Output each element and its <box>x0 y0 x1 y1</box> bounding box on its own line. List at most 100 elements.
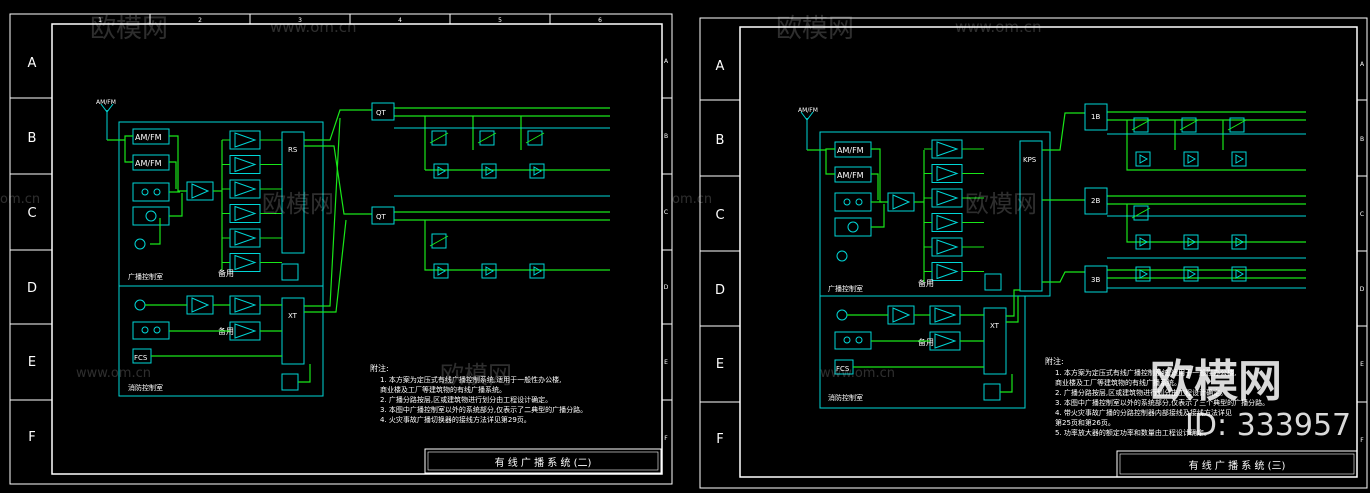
note-line: 3. 本图中广播控制室以外的系统部分,仅表示了二典型的广播分路。 <box>380 405 587 414</box>
volume-control-icon <box>431 233 447 249</box>
amplifier-icon <box>936 141 959 157</box>
row-label-a: A <box>28 56 37 71</box>
note-line: 1. 本方案为定压式有线广播控制系统,适用于一般性办公楼, <box>1055 368 1236 377</box>
amplifier-icon <box>936 190 959 206</box>
volume-control-icon <box>1133 205 1149 221</box>
col-label: 2 <box>198 17 202 24</box>
rack-kps-label: KPS <box>1023 156 1037 164</box>
speaker-cone <box>437 266 447 276</box>
speaker-cone <box>1235 269 1245 279</box>
drawing-title: 有 线 广 播 系 统 (三) <box>1189 459 1286 472</box>
antenna-label: AM/FM <box>798 107 818 114</box>
notes-title: 附注: <box>1045 356 1064 366</box>
speaker-cone <box>1187 237 1197 247</box>
note-line: 商业楼及工厂等建筑物的有线广播系统。 <box>380 385 506 394</box>
spare-label: 备用 <box>918 337 934 347</box>
microphone-icon <box>134 299 146 311</box>
room-label-fire: 消防控制室 <box>128 383 163 392</box>
row-label-small: A <box>1360 61 1365 68</box>
title-block <box>1116 450 1358 478</box>
speaker-cone <box>1235 237 1245 247</box>
amplifier-icon <box>936 165 959 182</box>
zone-box <box>1084 265 1108 293</box>
speaker-cone <box>533 266 543 276</box>
speaker-icon <box>481 163 497 179</box>
zone-label: 1B <box>1091 113 1100 121</box>
speaker-icon <box>433 263 449 279</box>
zone-box <box>1084 103 1108 131</box>
sheet-right: A B C D E F A B C D E F AM/FM <box>699 17 1368 489</box>
note-line: 2. 广播分路按层,区或建筑物进行划分由工程设计确定。 <box>1055 388 1227 397</box>
row-label-b: B <box>716 133 725 148</box>
speaker-icon <box>1135 234 1151 250</box>
speaker-icon <box>433 163 449 179</box>
note-line: 3. 本图中广播控制室以外的系统部分,仅表示了三个典型的广播分路。 <box>1055 398 1269 407</box>
row-label-small: D <box>1360 286 1365 293</box>
speaker-icon <box>1231 234 1247 250</box>
row-label-small: B <box>1360 136 1364 143</box>
speaker-icon <box>1135 266 1151 282</box>
speaker-icon <box>481 263 497 279</box>
volume-arrow <box>1227 119 1247 131</box>
speaker-icon <box>1183 151 1199 167</box>
volume-arrow <box>1131 207 1151 219</box>
wiring <box>107 107 610 383</box>
fire-control-room-box <box>118 285 324 397</box>
power-amplifier-column <box>924 139 984 281</box>
speaker-cone <box>485 266 495 276</box>
col-label: 1 <box>98 17 102 24</box>
volume-arrow <box>477 132 497 144</box>
note-line: 4. 带火灾事故广播的分路控制器内部接线及接线方法详见 <box>1055 408 1232 417</box>
monitor-speaker-icon <box>281 373 299 391</box>
speaker-icon <box>529 263 545 279</box>
row-label-c: C <box>27 206 36 221</box>
fcs-label: FCS <box>836 365 850 373</box>
col-label: 5 <box>498 17 502 24</box>
zone-box-qt <box>371 206 395 225</box>
speaker-icon <box>1231 266 1247 282</box>
microphone-icon <box>134 238 146 250</box>
row-label-small: E <box>664 359 668 366</box>
volume-control-icon <box>479 130 495 146</box>
tuner-label: AM/FM <box>837 146 864 155</box>
amplifier-icon <box>191 183 210 199</box>
row-label-small: C <box>664 209 668 216</box>
speaker-icon <box>1183 266 1199 282</box>
speaker-icon <box>1135 151 1151 167</box>
room-label-broadcast: 广播控制室 <box>828 284 863 293</box>
speaker-icon <box>1231 151 1247 167</box>
speaker-cone <box>437 166 447 176</box>
monitor-speaker-icon <box>281 263 299 281</box>
volume-control-icon <box>431 130 447 146</box>
amplifier-icon <box>936 214 959 231</box>
volume-arrow <box>525 132 545 144</box>
col-label: 6 <box>598 17 602 24</box>
row-label-e: E <box>28 355 36 370</box>
note-line: 2. 广播分路按层,区或建筑物进行划分由工程设计确定。 <box>380 395 552 404</box>
note-line: 5. 功率放大器的额定功率和数量由工程设计确定。 <box>1055 428 1211 437</box>
amplifier-icon <box>234 132 257 148</box>
tuner-label: AM/FM <box>135 133 162 142</box>
sheet-left: A B C D E F 1 2 3 4 5 6 A B C D E F AM/F <box>9 13 673 485</box>
zone-label: 2B <box>1091 197 1100 205</box>
tape-deck-icon <box>132 182 170 202</box>
note-line: 1. 本方案为定压式有线广播控制系统,适用于一般性办公楼, <box>380 375 561 384</box>
sheet-border <box>9 13 673 485</box>
speaker-icon <box>529 163 545 179</box>
title-block <box>424 448 662 474</box>
speaker-group <box>429 130 545 279</box>
zone-box-qt <box>371 102 395 121</box>
amplifier-icon <box>234 230 257 246</box>
volume-control-icon <box>527 130 543 146</box>
row-label-small: D <box>664 284 669 291</box>
speaker-cone <box>1187 269 1197 279</box>
drawing-title: 有 线 广 播 系 统 (二) <box>495 456 592 469</box>
amplifier-icon <box>936 239 959 255</box>
row-label-small: C <box>1360 211 1364 218</box>
volume-arrow <box>429 235 449 247</box>
note-line: 4. 火灾事故广播切换器的接线方法详见第29页。 <box>380 415 531 424</box>
col-label: 3 <box>298 17 302 24</box>
fire-control-room-box <box>819 295 1026 409</box>
